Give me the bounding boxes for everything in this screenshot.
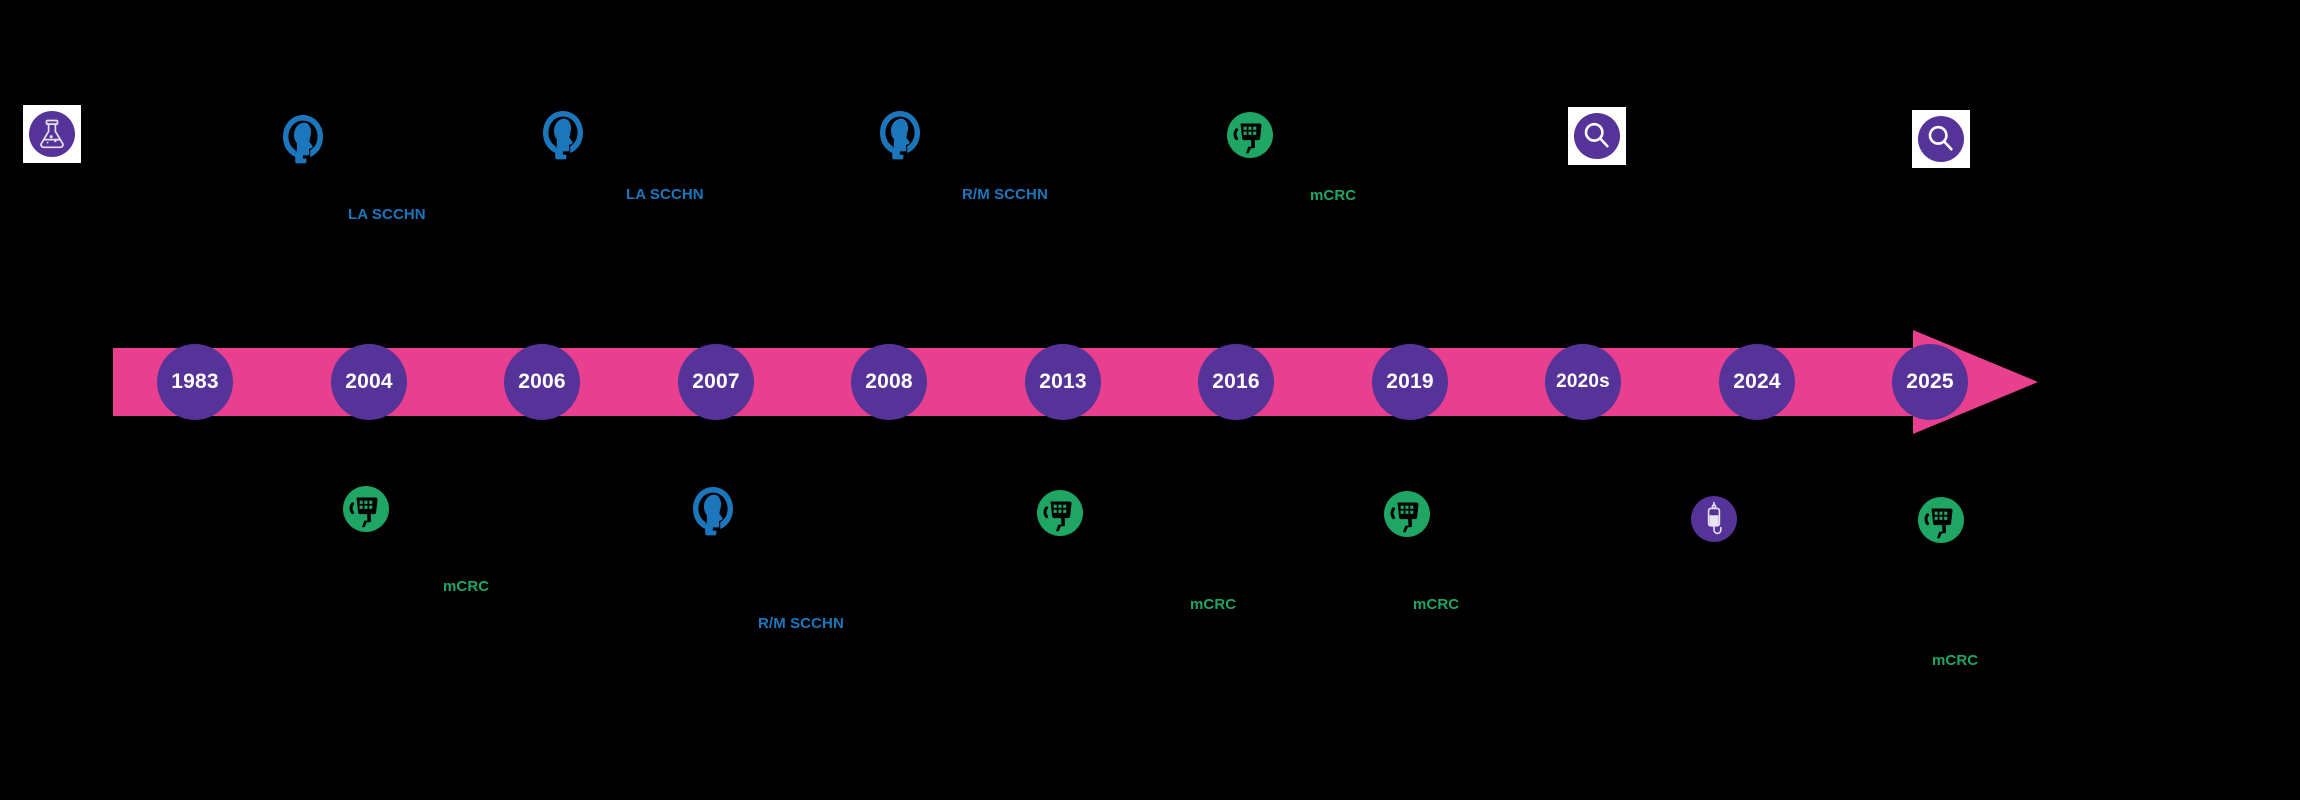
intestine-icon-badge-2025[interactable] xyxy=(1910,489,1972,551)
disease-label-2019-below: mCRC xyxy=(1413,596,1460,613)
intestine-icon xyxy=(1037,490,1083,536)
year-node-2006[interactable]: 2006 xyxy=(504,344,580,420)
disease-label-2004-below: mCRC xyxy=(443,578,490,595)
iv-drip-icon-badge-2024[interactable] xyxy=(1683,488,1745,550)
head-neck-icon-badge-2006[interactable] xyxy=(532,104,594,166)
flask-icon-badge-1983[interactable] xyxy=(23,105,81,163)
head-neck-icon xyxy=(283,115,323,164)
year-node-2008[interactable]: 2008 xyxy=(851,344,927,420)
iv-drip-icon xyxy=(1691,496,1737,542)
disease-label-2007-below: R/M SCCHN xyxy=(758,615,844,632)
intestine-icon-badge-2013[interactable] xyxy=(1029,482,1091,544)
disease-label-2006-above: LA SCCHN xyxy=(626,186,704,203)
disease-label-2025-below: mCRC xyxy=(1932,652,1979,669)
year-node-2025[interactable]: 2025 xyxy=(1892,344,1968,420)
magnifier-icon-badge-2025[interactable] xyxy=(1912,110,1970,168)
intestine-icon-badge-2019[interactable] xyxy=(1376,483,1438,545)
year-node-2013[interactable]: 2013 xyxy=(1025,344,1101,420)
intestine-icon-badge-2004[interactable] xyxy=(335,478,397,540)
head-neck-icon-badge-2004[interactable] xyxy=(272,108,334,170)
intestine-icon xyxy=(1227,112,1273,158)
year-node-1983[interactable]: 1983 xyxy=(157,344,233,420)
head-neck-icon xyxy=(880,111,920,160)
magnifier-icon xyxy=(1574,113,1620,159)
year-node-2004[interactable]: 2004 xyxy=(331,344,407,420)
head-neck-icon xyxy=(693,487,733,536)
intestine-icon xyxy=(1384,491,1430,537)
year-node-2020s[interactable]: 2020s xyxy=(1545,344,1621,420)
intestine-icon xyxy=(343,486,389,532)
year-node-2016[interactable]: 2016 xyxy=(1198,344,1274,420)
head-neck-icon-badge-2007[interactable] xyxy=(682,480,744,542)
flask-icon xyxy=(29,111,75,157)
disease-label-2016-above: mCRC xyxy=(1310,187,1357,204)
disease-label-2004-above: LA SCCHN xyxy=(348,206,426,223)
disease-label-2008-above: R/M SCCHN xyxy=(962,186,1048,203)
magnifier-icon xyxy=(1918,116,1964,162)
head-neck-icon xyxy=(543,111,583,160)
year-node-2024[interactable]: 2024 xyxy=(1719,344,1795,420)
year-node-2019[interactable]: 2019 xyxy=(1372,344,1448,420)
head-neck-icon-badge-2008[interactable] xyxy=(869,104,931,166)
intestine-icon-badge-2016[interactable] xyxy=(1219,104,1281,166)
disease-label-2013-below: mCRC xyxy=(1190,596,1237,613)
intestine-icon xyxy=(1918,497,1964,543)
magnifier-icon-badge-2020s[interactable] xyxy=(1568,107,1626,165)
year-node-2007[interactable]: 2007 xyxy=(678,344,754,420)
